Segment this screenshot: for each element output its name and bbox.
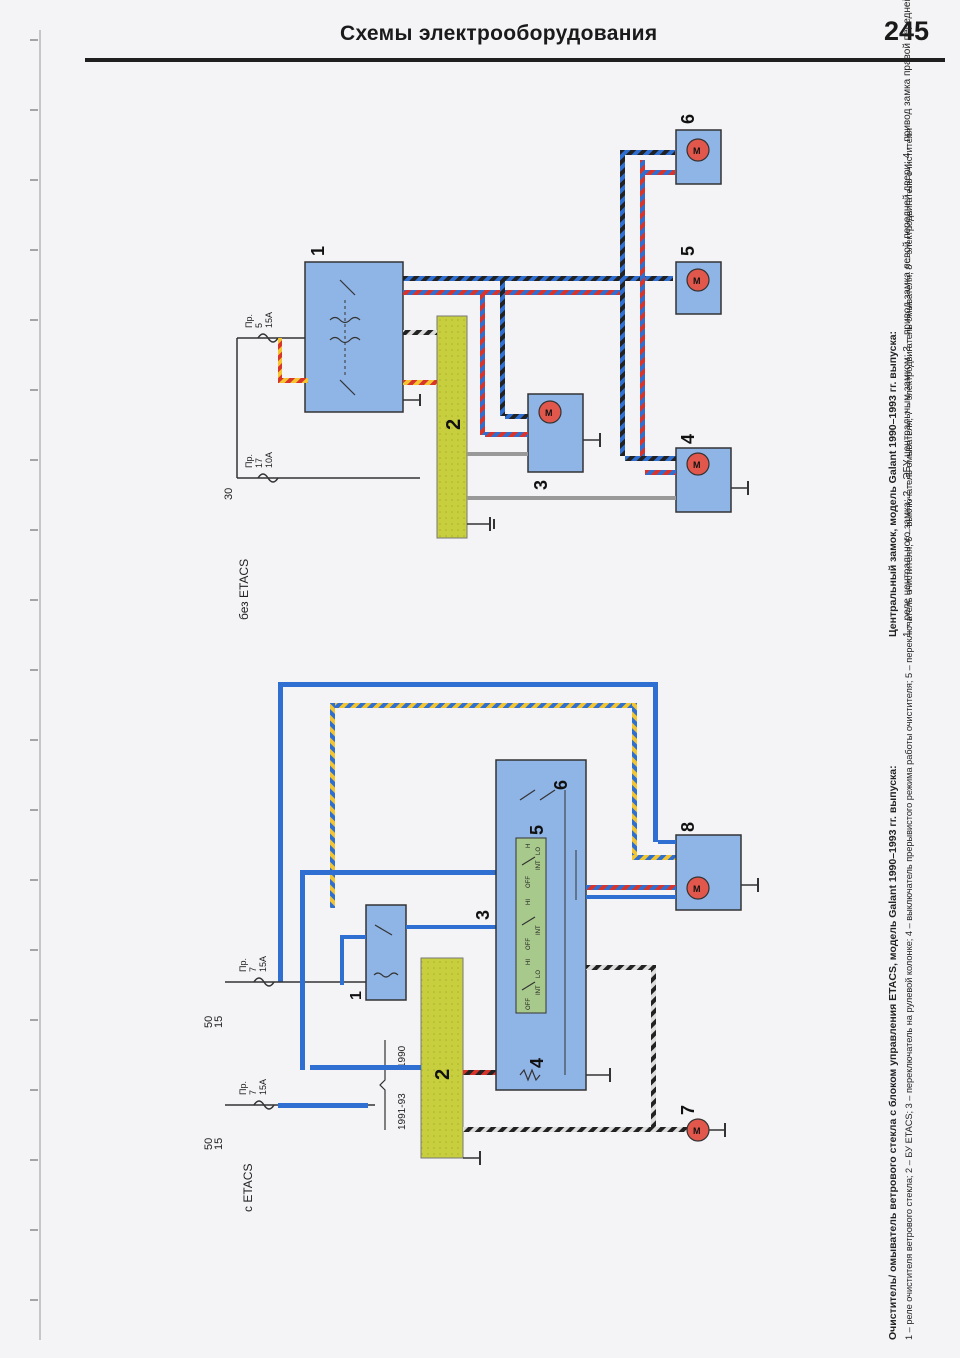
switch-position-labels: OFF INT LO HI OFF INT HI OFF INT LO H [526,844,542,1010]
label-5: 5 [678,246,698,256]
label-2: 2 [443,419,465,430]
supply-label-50-15-b: 50 [203,1016,215,1028]
svg-text:INT: INT [536,985,542,995]
variant-label-without-etacs: без ETACS [237,559,251,620]
wiper-caption-text: 1 – реле очистителя ветрового стекла; 2 … [904,128,914,1340]
motor-8 [686,876,710,900]
fuse-17: Пр. 17 10A [244,452,279,483]
svg-text:OFF: OFF [526,998,532,1010]
svg-text:M: M [693,146,701,156]
etacs-ecu-2-box [420,957,464,1159]
svg-text:Пр.: Пр. [244,454,254,468]
wiper-label-1: 1 [348,991,365,1000]
wiper-label-2: 2 [432,1069,454,1080]
svg-text:HI: HI [526,899,532,905]
svg-text:15: 15 [213,1016,225,1028]
svg-text:LO: LO [536,970,542,978]
svg-text:7: 7 [248,967,258,972]
variant-label-with-etacs: с ETACS [241,1164,255,1212]
supply-label-30: 30 [223,488,235,500]
page-header-title: Схемы электрооборудования [340,22,658,45]
svg-text:INT: INT [536,925,542,935]
wiper-motor-8-box [675,834,742,911]
wiper-label-7: 7 [678,1105,698,1115]
svg-text:HI: HI [526,959,532,965]
wiper-label-4: 4 [527,1058,547,1068]
wiper-label-6: 6 [551,780,571,790]
year-brace [379,1040,386,1130]
washer-switch-6 [519,789,536,801]
svg-text:15A: 15A [264,312,274,328]
svg-text:M: M [693,276,701,286]
svg-text:INT: INT [536,860,542,870]
margin-ticks [30,30,41,1340]
svg-text:5: 5 [254,323,264,328]
svg-text:Пр.: Пр. [244,314,254,328]
year-label-1991-93: 1991-93 [397,1093,408,1130]
svg-text:OFF: OFF [526,876,532,888]
intermittent-resistor-4 [519,1068,541,1082]
ecu-2-box [436,315,468,539]
motor-5 [686,268,710,292]
svg-text:15A: 15A [258,1079,268,1095]
svg-text:Пр.: Пр. [238,1081,248,1095]
wiper-caption-title: Очиститель/ омыватель ветрового стекла с… [887,765,899,1340]
svg-text:LO: LO [536,847,542,855]
svg-text:7: 7 [248,1090,258,1095]
svg-text:M: M [693,1126,701,1136]
wiper-relay-1-box [365,904,407,1001]
supply-label-50-15-a: 50 [203,1138,215,1150]
label-4: 4 [678,434,698,444]
motor-3 [538,400,562,424]
svg-text:H: H [526,844,532,848]
svg-text:15A: 15A [258,956,268,972]
label-1: 1 [308,246,328,256]
label-3: 3 [531,480,551,490]
fuse-5: Пр. 5 15A [244,312,279,343]
page-number: 245 [884,16,930,46]
svg-text:OFF: OFF [526,938,532,950]
central-lock-caption-title: Центральный замок, модель Galant 1990–19… [887,331,899,637]
fuse-7-top [253,977,275,987]
year-label-1990: 1990 [397,1045,408,1068]
svg-text:17: 17 [254,458,264,468]
wiper-label-3: 3 [473,910,493,920]
svg-text:10A: 10A [264,452,274,468]
wiper-label-8: 8 [678,822,698,832]
svg-text:M: M [545,408,553,418]
relay-coil [329,316,361,324]
svg-text:15: 15 [213,1138,225,1150]
central-lock-diagram: 30 Пр. 17 10A Пр. 5 15A 1 [223,0,913,637]
motor-4 [686,452,710,476]
wiper-label-5: 5 [527,825,547,835]
svg-text:M: M [693,460,701,470]
wiper-washer-diagram: 50 15 50 15 Пр. 7 15A Пр. 7 15A 1990 199… [203,128,914,1340]
fuse-7-bottom [253,1100,275,1110]
header-rule [85,58,945,62]
motor-6 [686,138,710,162]
central-lock-caption-text: 1 – реле центрального замка; 2 – ЭБУ цен… [902,0,913,637]
svg-text:M: M [693,884,701,894]
label-6: 6 [678,114,698,124]
svg-text:Пр.: Пр. [238,958,248,972]
